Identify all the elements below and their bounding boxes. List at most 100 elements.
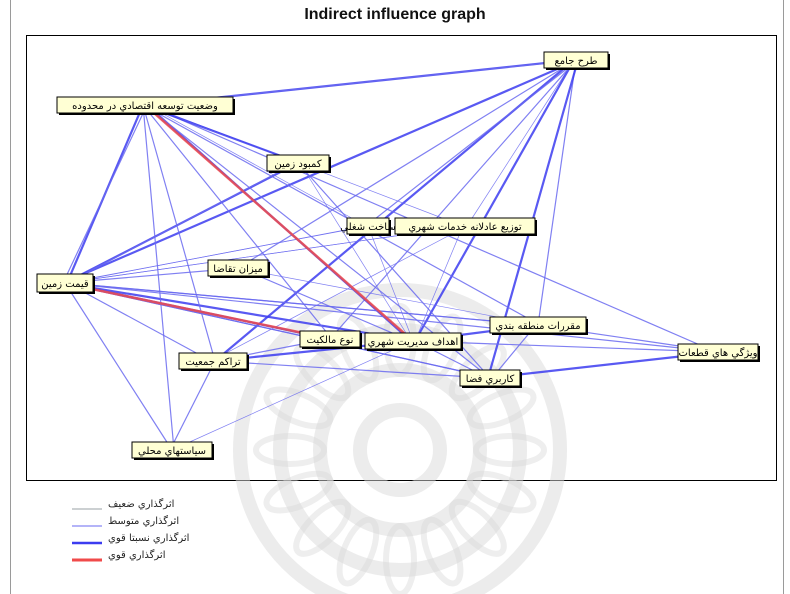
influence-edge-gheymat-to-vaziyat [62, 104, 148, 284]
influence-edge-tarh-to-sakht [365, 59, 579, 227]
influence-edge-moghararat-to-gheymat [64, 282, 539, 326]
watermark-petal [420, 516, 464, 587]
node-ahdaf: اهداف مديريت شهري [364, 332, 463, 351]
node-box [394, 217, 536, 235]
node-label: اهداف مديريت شهري [368, 337, 459, 348]
influence-edge-tarakom-to-gheymat [66, 282, 212, 362]
influence-edge-tozi-to-tarakom [210, 225, 468, 362]
legend-swatch-weak [72, 508, 102, 510]
legend-swatch-medium [72, 525, 102, 527]
influence-edge-tarh-to-ahdaf [414, 59, 575, 342]
node-box [266, 154, 330, 172]
node-label: کاربري فضا [466, 374, 515, 385]
legend-row-weak: اثرگذاري ضعيف [28, 499, 228, 516]
node-noe: نوع مالکيت [299, 330, 362, 349]
node-label: وضعيت توسعه اقتصادي در محدوده [72, 101, 218, 112]
legend-label-weak: اثرگذاري ضعيف [108, 499, 175, 510]
influence-edge-tarh-to-moghararat [537, 59, 577, 326]
node-tarakom: تراکم جمعيت [178, 352, 249, 371]
node-box [677, 343, 759, 361]
influence-edge-sakht-to-gheymat [64, 225, 369, 284]
influence-edge-siasat-to-tarakom [169, 360, 216, 451]
watermark-ring [313, 363, 487, 537]
influence-edge-kambood-to-gheymat [66, 162, 297, 284]
watermark-petal [466, 470, 537, 514]
right-page-rule [783, 0, 784, 594]
legend-label-strong: اثرگذاري قوي [108, 550, 166, 561]
influence-edge-vizhegi-to-ahdaf [412, 340, 719, 353]
watermark-petal [473, 433, 547, 467]
legend-row-medium: اثرگذاري متوسط [28, 516, 228, 533]
watermark-petal [466, 386, 537, 430]
influence-edge-ahdaf-to-mizan [239, 267, 412, 342]
node-tozi: توزيع عادلانه خدمات شهري [394, 217, 537, 236]
node-mizan: ميزان تقاضا [207, 259, 270, 278]
node-box [36, 273, 94, 293]
influence-edge-vizhegi-to-gheymat [64, 282, 719, 353]
legend: اثرگذاري ضعيف اثرگذاري متوسط اثرگذاري نس… [28, 499, 228, 567]
influence-edge-karbari-to-tarakom [214, 360, 489, 379]
graph-title: Indirect influence graph [304, 6, 486, 23]
legend-label-medium: اثرگذاري متوسط [108, 516, 180, 527]
legend-swatch-relatively-strong [72, 541, 102, 545]
node-label: کمبود زمين [274, 159, 321, 170]
node-label: نوع مالکيت [307, 335, 354, 346]
influence-edge-moghararat-to-vaziyat [142, 104, 541, 326]
watermark-petal [336, 516, 380, 587]
node-box [364, 332, 462, 350]
node-vaziyat: وضعيت توسعه اقتصادي در محدوده [56, 96, 235, 115]
node-box [459, 369, 521, 387]
graph-frame [26, 35, 777, 481]
node-label: توزيع عادلانه خدمات شهري [408, 222, 522, 233]
left-page-rule [10, 0, 11, 594]
node-label: تراکم جمعيت [185, 357, 241, 368]
node-kambood: کمبود زمين [266, 154, 331, 173]
legend-row-relatively-strong: اثرگذاري نسبتا قوي [28, 533, 228, 550]
watermark-petal [293, 343, 352, 402]
legend-label-relatively-strong: اثرگذاري نسبتا قوي [108, 533, 190, 544]
watermark-petal [263, 386, 334, 430]
legend-swatch-strong [72, 558, 102, 562]
node-label: ويژگي هاي قطعات [679, 347, 758, 359]
node-box [178, 352, 248, 370]
influence-edge-siasat-to-ahdaf [171, 340, 414, 451]
node-box [56, 96, 234, 114]
node-karbari: کاربري فضا [459, 369, 522, 388]
node-label: طرح جامع [554, 56, 597, 67]
influence-edge-ahdaf-to-vaziyat [144, 104, 414, 342]
node-box [131, 441, 213, 459]
influence-edge-noe-to-vaziyat [142, 104, 333, 340]
influence-edge-sakht-to-vaziyat [146, 104, 367, 227]
influence-edge-siasat-to-gheymat [64, 282, 173, 451]
node-label: قيمت زمين [41, 279, 89, 290]
watermark-ring [233, 283, 567, 594]
watermark-petal [448, 498, 507, 557]
legend-row-strong: اثرگذاري قوي [28, 550, 228, 567]
node-box [543, 51, 609, 69]
node-label: ميزان تقاضا [213, 264, 263, 275]
watermark-petal [293, 498, 352, 557]
watermark-petal [253, 433, 327, 467]
node-box [489, 316, 587, 334]
edge-layer [62, 58, 721, 451]
node-box [299, 330, 361, 348]
node-sakht: ساخت شغلي [340, 217, 396, 236]
node-label: مقررات منطقه بندي [495, 321, 580, 332]
influence-edge-ahdaf-to-tozi [414, 225, 464, 342]
watermark-petal [263, 470, 334, 514]
node-label: ساخت شغلي [340, 222, 395, 233]
node-siasat: سياستهاي محلي [131, 441, 214, 460]
node-moghararat: مقررات منطقه بندي [489, 316, 588, 335]
influence-edge-ahdaf-to-kambood [299, 162, 412, 342]
node-layer: طرح جامع وضعيت توسعه اقتصادي در محدوده کمب… [36, 51, 760, 460]
influence-edge-mizan-to-moghararat [235, 267, 541, 326]
influence-edge-siasat-to-vaziyat [142, 104, 175, 451]
influence-edge-tarh-to-mizan [237, 59, 577, 269]
influence-edge-tarh-to-tozi [466, 59, 575, 227]
node-vizhegi: ويژگي هاي قطعات [677, 343, 760, 362]
node-gheymat: قيمت زمين [36, 273, 95, 294]
node-label: سياستهاي محلي [138, 446, 206, 457]
node-tarh: طرح جامع [543, 51, 610, 70]
influence-edge-noe-to-gheymat [62, 281, 333, 341]
